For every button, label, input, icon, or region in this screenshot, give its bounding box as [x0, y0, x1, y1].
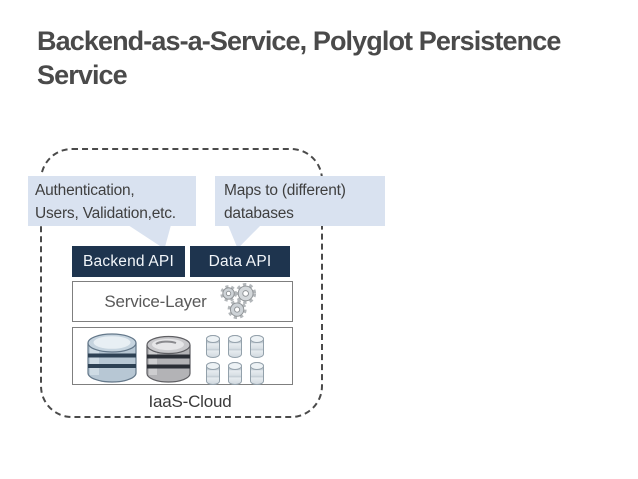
database-small-icon [206, 362, 220, 385]
data-api-label: Data API [208, 252, 272, 270]
data-api-box: Data API [190, 246, 290, 277]
databases-box [72, 327, 293, 385]
callout-maps-databases: Maps to (different) databases [215, 176, 385, 226]
callout-maps-line2: databases [224, 205, 294, 222]
database-small-icon [228, 335, 242, 358]
gears-icon [219, 282, 256, 319]
database-small-icon [250, 335, 264, 358]
backend-api-box: Backend API [72, 246, 185, 277]
backend-api-label: Backend API [83, 252, 174, 270]
callout-authentication-line1: Authentication, [35, 182, 135, 199]
callout-authentication-line2: Users, Validation,etc. [35, 205, 176, 222]
slide-title: Backend-as-a-Service, Polyglot Persisten… [37, 24, 612, 92]
iaas-cloud-container [40, 148, 323, 418]
database-stack-blue-icon [87, 333, 137, 383]
database-small-icon [206, 335, 220, 358]
service-layer-label: Service-Layer [104, 291, 207, 311]
database-small-icon [250, 362, 264, 385]
callout-authentication: Authentication, Users, Validation,etc. [28, 176, 196, 226]
database-small-icon [228, 362, 242, 385]
slide-title-line1: Backend-as-a-Service, Polyglot Persisten… [37, 26, 561, 56]
iaas-cloud-label: IaaS-Cloud [148, 392, 232, 411]
slide-title-line2: Service [37, 60, 128, 90]
service-layer-box: Service-Layer [72, 281, 293, 322]
callout-maps-line1: Maps to (different) [224, 182, 346, 199]
database-stack-silver-icon [146, 335, 191, 383]
